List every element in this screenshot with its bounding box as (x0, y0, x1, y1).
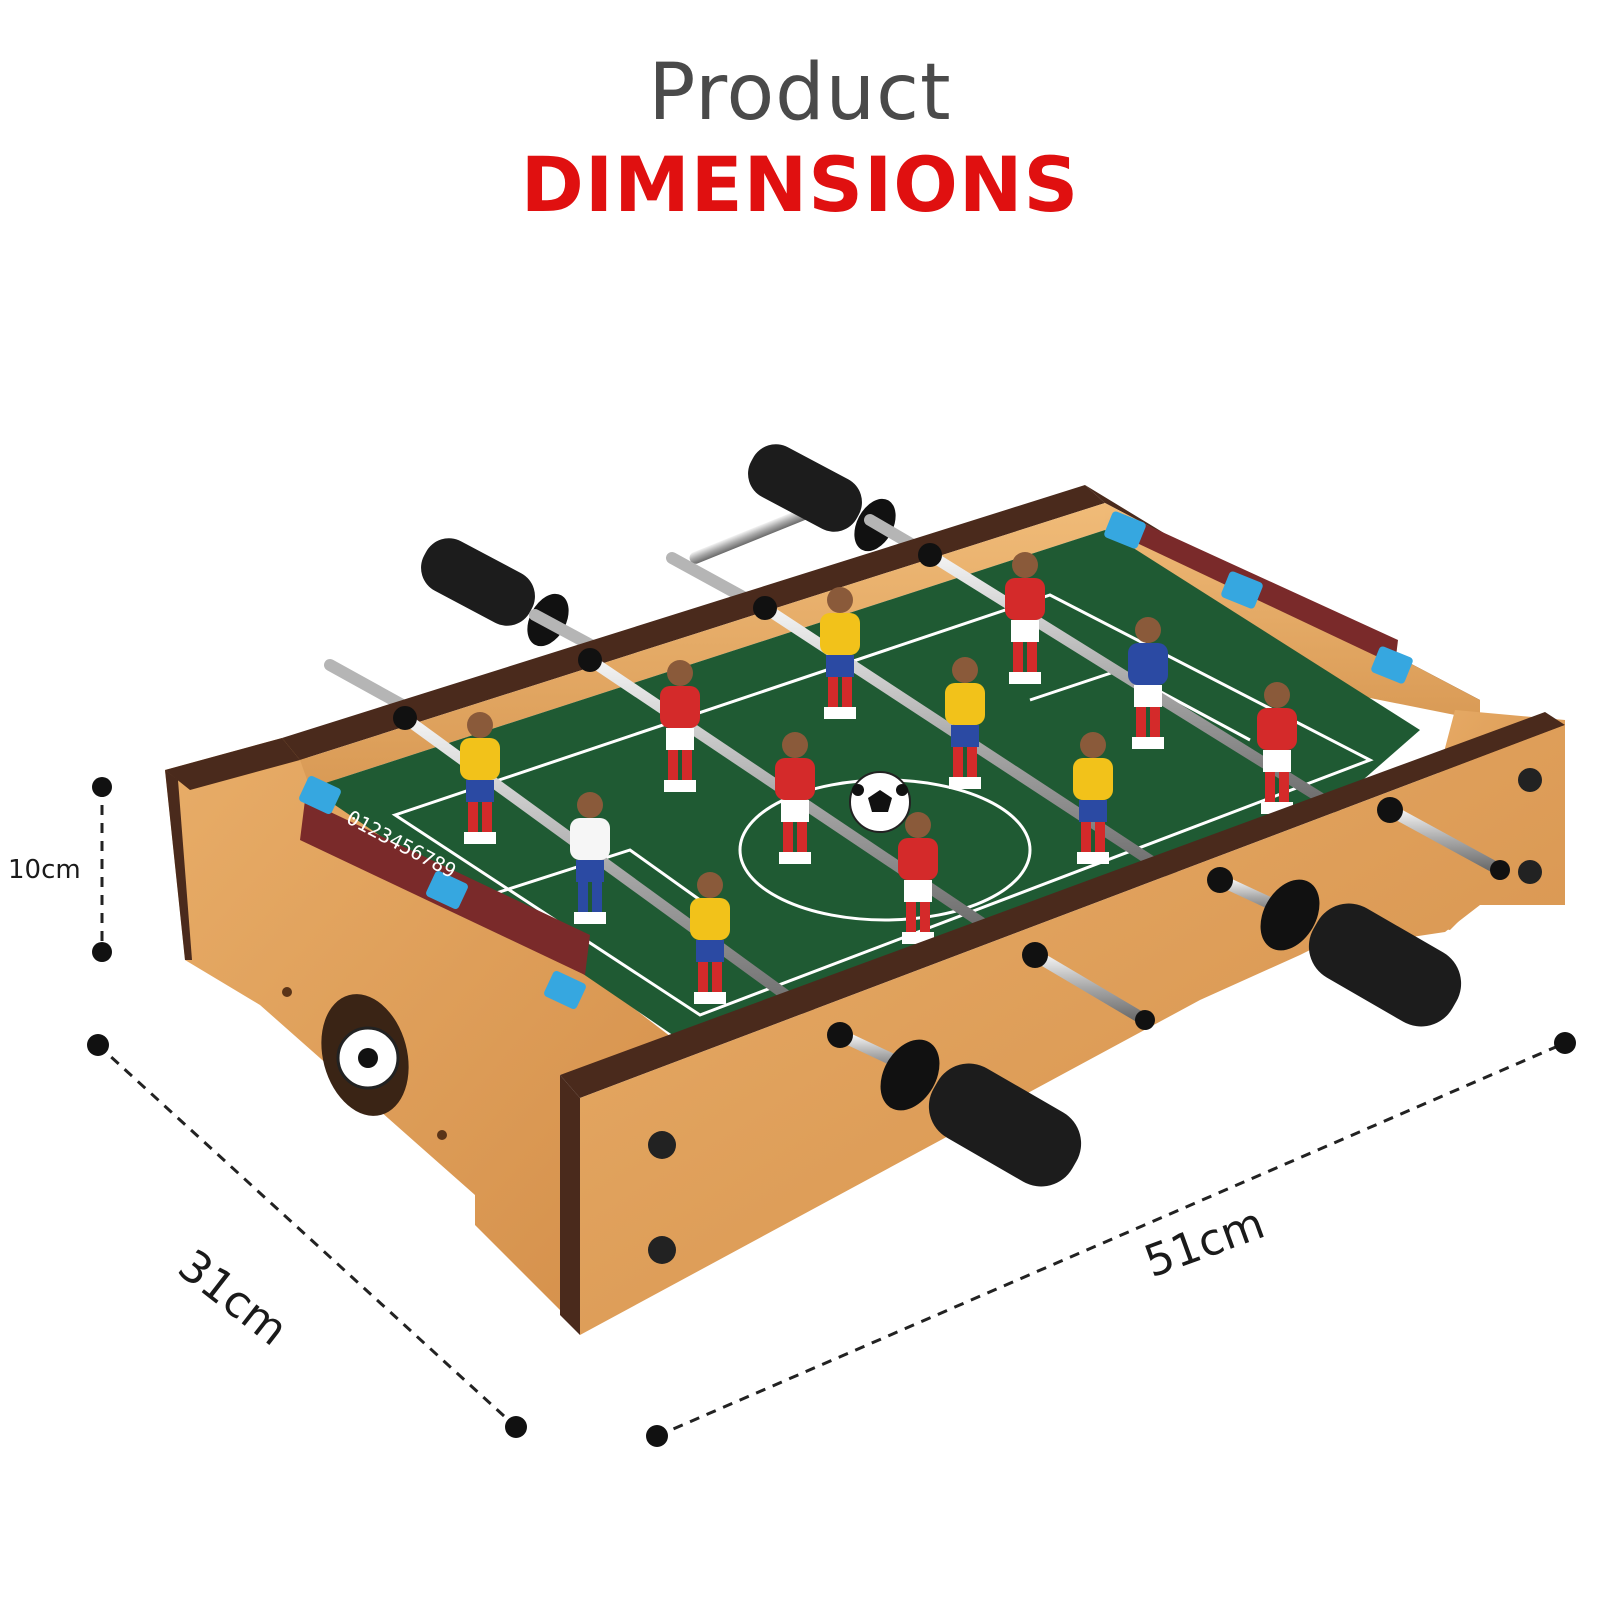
handle-far-right-icon (748, 444, 896, 552)
title-dimensions: DIMENSIONS (520, 140, 1080, 229)
player-yellow (945, 657, 985, 789)
player-yellow (820, 587, 860, 719)
player-yellow (690, 872, 730, 1004)
player-red (775, 732, 815, 864)
table-far-wall (282, 485, 1105, 788)
height-label: 10cm (8, 855, 81, 885)
table-front-wall (560, 712, 1565, 1335)
player-red (1257, 682, 1297, 814)
title-product: Product (648, 48, 952, 138)
handle-front-right-icon (1260, 879, 1462, 1027)
score-counter-right (1104, 511, 1413, 684)
player-white (570, 792, 610, 924)
handle-far-left-icon (421, 538, 569, 647)
players (460, 552, 1297, 1004)
handle-front-left-icon (880, 1039, 1082, 1187)
player-red (1005, 552, 1045, 684)
player-blue (1128, 617, 1168, 749)
soccer-ball-icon (849, 771, 911, 833)
width-guide (646, 1032, 1576, 1447)
height-guide (92, 777, 112, 962)
player-yellow (1073, 732, 1113, 864)
table-left-end (165, 738, 675, 1310)
player-yellow (460, 712, 500, 844)
player-red (898, 812, 938, 944)
player-red (660, 660, 700, 792)
depth-guide (87, 1034, 527, 1438)
